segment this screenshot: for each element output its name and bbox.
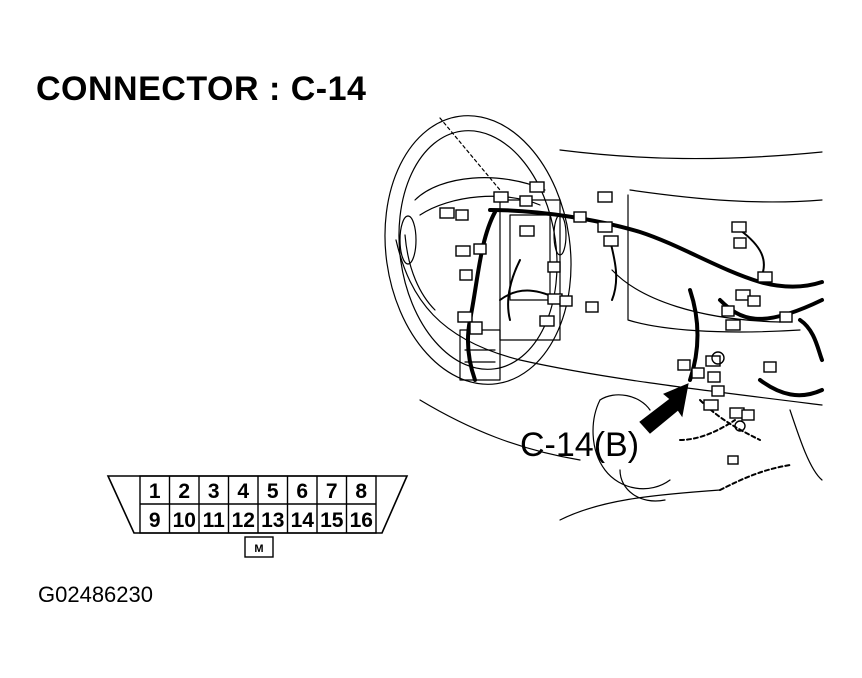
figure-id: G02486230 — [38, 582, 153, 607]
pin-7: 7 — [326, 480, 338, 503]
pin-4: 4 — [237, 480, 249, 503]
pin-14: 14 — [291, 509, 315, 532]
pin-6: 6 — [296, 480, 308, 503]
pin-15: 15 — [320, 509, 344, 532]
pin-11: 11 — [203, 509, 226, 532]
pin-13: 13 — [261, 509, 284, 532]
pin-5: 5 — [267, 480, 279, 503]
pin-9: 9 — [149, 509, 161, 532]
steering-wheel-outline — [384, 115, 572, 385]
callout-arrow — [639, 383, 689, 434]
pin-3: 3 — [208, 480, 220, 503]
connector-callout-label: C-14(B) — [520, 426, 640, 464]
connector-key-box — [244, 536, 274, 558]
pin-12: 12 — [232, 509, 255, 532]
dash-top-line — [559, 149, 823, 160]
connector-key-marker: M — [254, 543, 263, 555]
pin-16: 16 — [350, 509, 373, 532]
harness-connectors — [439, 181, 793, 465]
pin-10: 10 — [173, 509, 196, 532]
pin-1: 1 — [149, 480, 161, 503]
diagram-title: CONNECTOR : C-14 — [36, 70, 367, 108]
pin-2: 2 — [178, 480, 190, 503]
pin-8: 8 — [355, 480, 367, 503]
